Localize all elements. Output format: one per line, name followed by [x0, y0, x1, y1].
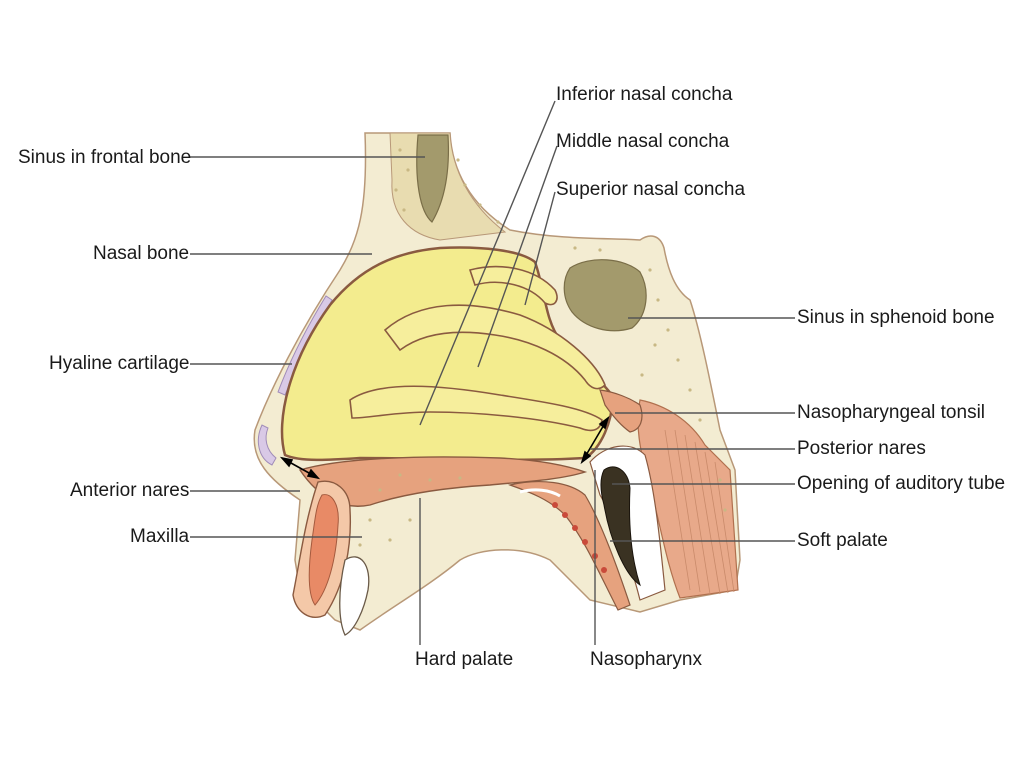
incisor-tooth	[339, 556, 370, 636]
label-sinus-sphenoid: Sinus in sphenoid bone	[797, 307, 995, 328]
label-middle-concha: Middle nasal concha	[556, 131, 730, 152]
nasopharyngeal-tonsil	[599, 389, 643, 433]
leader-middle-concha	[477, 145, 558, 368]
posterior-nares-arrow	[580, 415, 610, 465]
label-nasal-bone: Nasal bone	[93, 243, 189, 264]
label-nasopharynx: Nasopharynx	[590, 649, 702, 670]
hard-palate	[298, 456, 588, 507]
auditory-tube-opening	[600, 466, 641, 587]
label-nasopharyngeal-tonsil: Nasopharyngeal tonsil	[797, 402, 985, 423]
inferior-concha	[349, 385, 603, 432]
label-maxilla: Maxilla	[130, 526, 190, 547]
middle-concha	[383, 304, 606, 390]
anterior-nares-arrow	[279, 456, 321, 480]
label-sinus-frontal: Sinus in frontal bone	[18, 147, 191, 168]
bone-texture	[358, 148, 727, 547]
palatal-line	[519, 488, 561, 498]
sphenoid-sinus	[563, 259, 647, 332]
label-posterior-nares: Posterior nares	[797, 438, 926, 459]
label-superior-concha: Superior nasal concha	[556, 179, 745, 200]
leader-superior-concha	[524, 191, 556, 306]
soft-palate-glands	[552, 502, 607, 573]
label-inferior-concha: Inferior nasal concha	[556, 84, 733, 105]
label-soft-palate: Soft palate	[797, 530, 888, 551]
leader-inferior-concha	[419, 100, 556, 426]
muscle-striations	[664, 429, 735, 595]
label-anterior-nares: Anterior nares	[70, 480, 189, 501]
alar-cartilage	[257, 424, 277, 466]
label-hard-palate: Hard palate	[415, 649, 513, 670]
soft-palate	[507, 480, 631, 611]
maxilla-inner	[308, 494, 339, 606]
label-auditory-tube: Opening of auditory tube	[797, 473, 1005, 494]
label-hyaline-cartilage: Hyaline cartilage	[49, 353, 189, 374]
leader-lines	[190, 100, 795, 645]
